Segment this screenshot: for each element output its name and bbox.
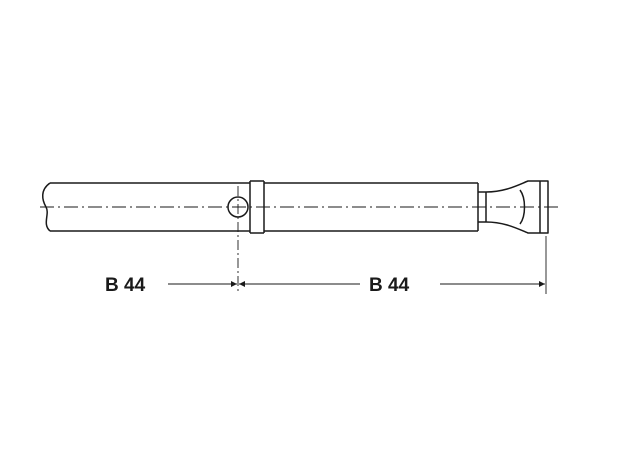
shaft-left-body <box>50 182 250 232</box>
dimension-label-left: B 44 <box>105 275 146 296</box>
dimension-label-right: B 44 <box>369 275 410 296</box>
